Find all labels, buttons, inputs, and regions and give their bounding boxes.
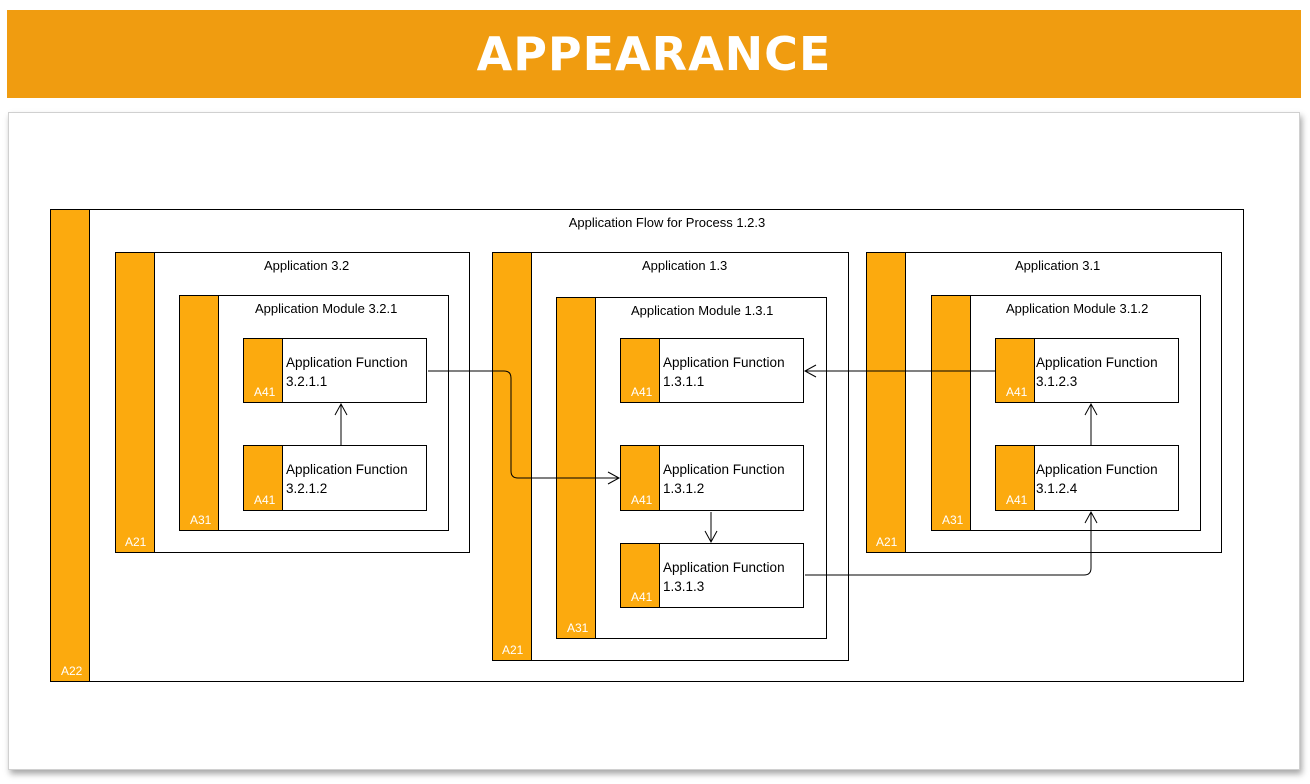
function-name: Application Function: [1036, 462, 1158, 477]
function-bar: A41: [621, 544, 660, 607]
function-bar: A41: [244, 446, 283, 510]
module-title: Application Module 3.2.1: [255, 301, 398, 316]
function-label: Application Function 3.2.1.2: [286, 460, 408, 498]
function-label: Application Function 1.3.1.1: [663, 353, 785, 391]
function-id: 1.3.1.2: [663, 481, 705, 496]
application-title: Application 3.2: [264, 258, 350, 273]
function-bar: A41: [621, 339, 660, 402]
arrowhead: [1084, 402, 1098, 416]
module-tag: A31: [567, 621, 589, 635]
function-label: Application Function 1.3.1.2: [663, 460, 785, 498]
application-bar: A21: [116, 253, 155, 552]
arrowhead: [1084, 510, 1098, 524]
flow-bar: A22: [51, 210, 90, 681]
function-box: A41 Application Function 1.3.1.2: [620, 445, 804, 511]
function-box: A41 Application Function 1.3.1.1: [620, 338, 804, 403]
module-title: Application Module 3.1.2: [1006, 301, 1149, 316]
arrowhead: [334, 402, 348, 416]
function-bar: A41: [244, 339, 283, 402]
function-id: 3.1.2.4: [1036, 481, 1078, 496]
function-id: 3.2.1.1: [286, 374, 328, 389]
application-title: Application 1.3: [642, 258, 728, 273]
function-tag: A41: [1006, 385, 1028, 399]
function-tag: A41: [631, 385, 653, 399]
module-box: A31 Application Module 3.2.1: [179, 295, 449, 531]
function-tag: A41: [254, 493, 276, 507]
function-label: Application Function 1.3.1.3: [663, 558, 785, 596]
module-bar: A31: [557, 298, 596, 638]
function-id: 3.1.2.3: [1036, 374, 1078, 389]
module-bar: A31: [932, 296, 971, 530]
module-bar: A31: [180, 296, 219, 530]
application-tag: A21: [125, 535, 147, 549]
function-id: 3.2.1.2: [286, 481, 328, 496]
function-bar: A41: [621, 446, 660, 510]
function-name: Application Function: [663, 560, 785, 575]
function-tag: A41: [631, 590, 653, 604]
function-box: A41 Application Function 3.2.1.1: [243, 338, 427, 403]
application-bar: A21: [867, 253, 906, 552]
function-tag: A41: [1006, 493, 1028, 507]
function-name: Application Function: [286, 462, 408, 477]
connector: [428, 370, 619, 479]
function-bar: A41: [996, 446, 1035, 510]
application-tag: A21: [502, 643, 524, 657]
arrowhead: [803, 364, 817, 378]
flow-title: Application Flow for Process 1.2.3: [568, 215, 766, 230]
function-name: Application Function: [1036, 355, 1158, 370]
arrowhead: [704, 530, 718, 544]
application-bar: A21: [493, 253, 532, 660]
connector: [805, 512, 1092, 576]
page-title: APPEARANCE: [476, 27, 832, 81]
module-title: Application Module 1.3.1: [631, 303, 774, 318]
header-banner: APPEARANCE: [7, 10, 1301, 98]
function-tag: A41: [254, 385, 276, 399]
application-tag: A21: [876, 535, 898, 549]
function-id: 1.3.1.3: [663, 579, 705, 594]
function-box: A41 Application Function 3.1.2.4: [995, 445, 1179, 511]
module-tag: A31: [942, 513, 964, 527]
function-bar: A41: [996, 339, 1035, 402]
arrowhead: [607, 471, 621, 485]
function-name: Application Function: [286, 355, 408, 370]
application-title: Application 3.1: [1015, 258, 1101, 273]
function-label: Application Function 3.2.1.1: [286, 353, 408, 391]
function-id: 1.3.1.1: [663, 374, 705, 389]
function-name: Application Function: [663, 462, 785, 477]
function-box: A41 Application Function 3.2.1.2: [243, 445, 427, 511]
function-label: Application Function 3.1.2.4: [1036, 460, 1158, 498]
function-box: A41 Application Function 3.1.2.3: [995, 338, 1179, 403]
function-box: A41 Application Function 1.3.1.3: [620, 543, 804, 608]
flow-tag: A22: [61, 664, 83, 678]
function-tag: A41: [631, 493, 653, 507]
module-tag: A31: [190, 513, 212, 527]
function-name: Application Function: [663, 355, 785, 370]
function-label: Application Function 3.1.2.3: [1036, 353, 1158, 391]
